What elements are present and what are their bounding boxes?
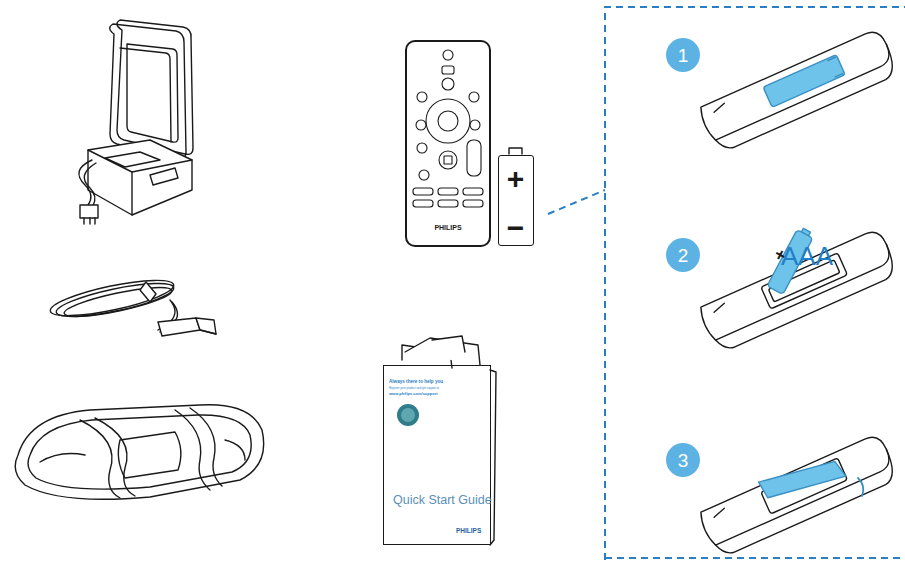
battery: +− [498,155,534,246]
callout-number: 1 [666,46,700,65]
polarity-sign: − [499,213,532,243]
booklet-emblem [397,404,419,426]
remote-control: PHILIPS [405,40,491,247]
brand-logo: PHILIPS [456,528,481,535]
loop-antenna [79,20,193,224]
booklet-pages [402,336,496,545]
step-number: 3 [666,443,700,477]
booklet-url: www.philips.com/support [389,392,438,396]
booklet-note: Register your product and get support at [389,387,439,390]
remote-back-closed [698,28,900,154]
quick-start-booklet: Always there to help youRegister your pr… [383,365,491,545]
battery-type: AAA [781,243,833,269]
cable [48,273,216,336]
motion-arrow [858,478,863,496]
callout-number: 2 [666,246,700,265]
booklet-title: Quick Start Guide [393,494,492,507]
booklet-slogan: Always there to help you [389,380,443,385]
battery-terminal [509,148,522,154]
leader-line [548,190,605,214]
remote-back-open [698,228,900,354]
carrying-strap [15,405,263,500]
step-number: 2 [666,238,700,272]
remote-back-closing [696,429,899,559]
brand-logo: PHILIPS [407,224,489,231]
remote-buttons [413,50,483,207]
steps-panel-border [548,7,905,560]
callout-number: 3 [666,451,700,470]
polarity-sign: + [499,164,532,194]
step-number: 1 [666,38,700,72]
